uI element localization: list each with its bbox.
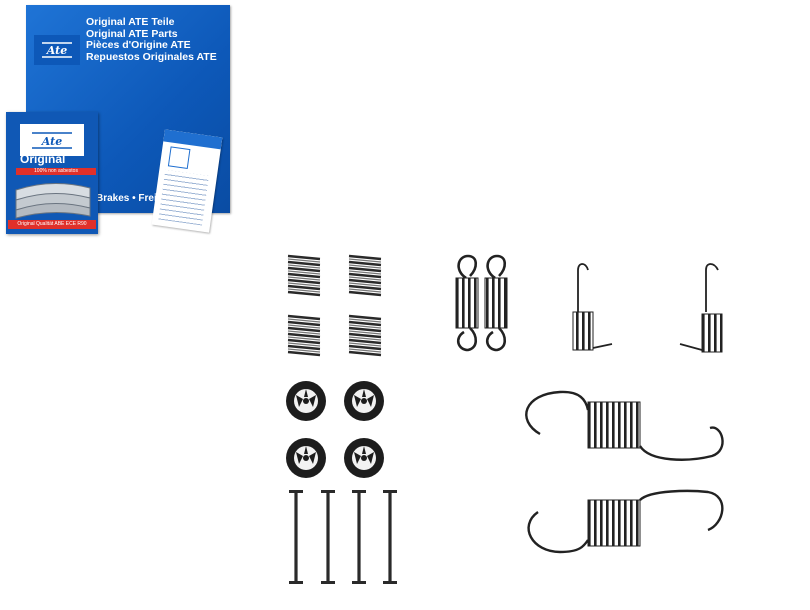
box-text-lines: Original ATE Teile Original ATE Parts Pi…	[86, 16, 217, 63]
small-box-label: Original	[20, 152, 66, 166]
washer-1	[286, 381, 326, 421]
pin-1	[289, 490, 303, 584]
small-box-band: 100% non asbestos	[16, 168, 96, 175]
return-spring-2	[527, 489, 724, 554]
short-spring-2	[347, 254, 383, 297]
box-text-line-3: Pièces d'Origine ATE	[86, 39, 191, 51]
pin-2	[321, 490, 335, 584]
box-text-line-4: Repuestos Originales ATE	[86, 50, 217, 63]
svg-text:Ate: Ate	[41, 135, 62, 148]
washer-2	[344, 381, 384, 421]
box-text-line-1: Original ATE Teile	[86, 16, 175, 28]
ate-logo-icon: Ate	[34, 35, 80, 65]
washer-4	[344, 438, 384, 478]
washer-3	[286, 438, 326, 478]
short-spring-3	[286, 314, 322, 357]
short-spring-4	[347, 314, 383, 357]
svg-text:Ate: Ate	[46, 44, 67, 57]
return-spring-1	[525, 390, 724, 461]
torsion-spring-2	[679, 263, 723, 353]
torsion-spring-1	[572, 263, 613, 351]
small-box-quality: Original Qualität ABE ECE R90	[8, 220, 96, 229]
ate-box-small: Ate Original 100% non asbestos Original …	[6, 112, 98, 234]
pin-4	[383, 490, 397, 584]
short-spring-1	[286, 254, 322, 297]
hook-spring-2	[484, 254, 508, 352]
brake-pads-icon	[15, 182, 91, 219]
box-text-line-2: Original ATE Parts	[86, 27, 178, 40]
box-strip-text-a: Brakes • Frei	[96, 193, 157, 204]
ate-logo-small-icon: Ate	[20, 124, 84, 156]
pin-3	[352, 490, 366, 584]
hook-spring-1	[455, 254, 479, 352]
